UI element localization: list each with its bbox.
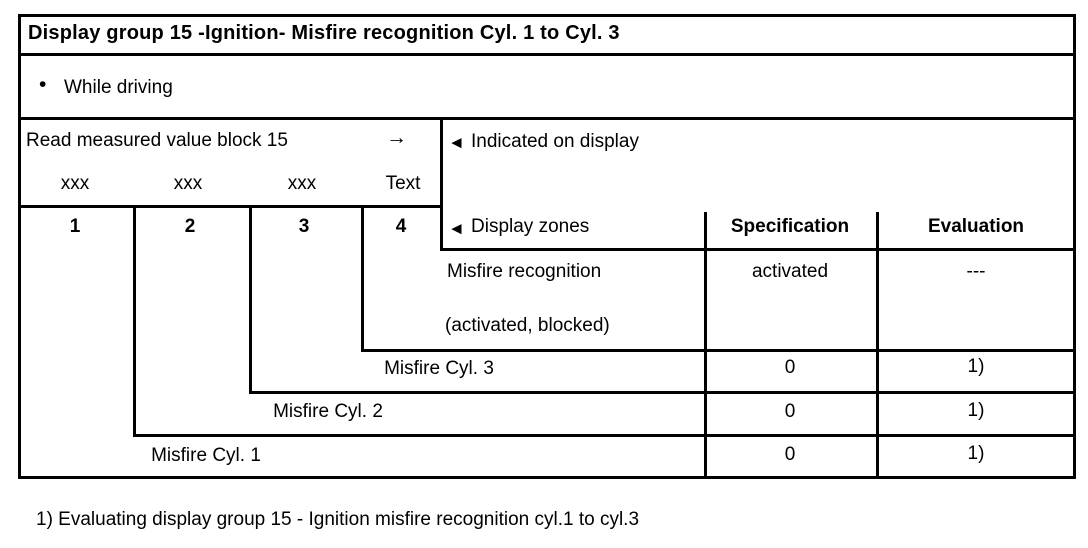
row-evaluation: 1) bbox=[967, 443, 985, 464]
row-label: Misfire recognition bbox=[447, 261, 602, 282]
display-field-2: xxx bbox=[173, 173, 203, 194]
row-label: Misfire Cyl. 1 bbox=[151, 445, 261, 466]
divider-row-misfire-recognition-bottom bbox=[361, 349, 1076, 352]
row-evaluation: 1) bbox=[967, 400, 985, 421]
read-block-instruction: Read measured value block 15 bbox=[26, 130, 288, 151]
divider-specification-left bbox=[704, 212, 707, 479]
row-evaluation: 1) bbox=[967, 356, 985, 377]
divider-evaluation-left bbox=[876, 212, 879, 479]
display-field-3: xxx bbox=[287, 173, 317, 194]
display-zones-label: Display zones bbox=[471, 216, 590, 237]
border-right bbox=[1073, 14, 1076, 479]
divider-condition-bottom bbox=[18, 117, 1076, 120]
zone-number-1: 1 bbox=[69, 216, 81, 237]
divider-zone1-zone2 bbox=[133, 205, 136, 437]
left-pointer-icon: ◄ bbox=[448, 219, 465, 238]
row-specification: activated bbox=[751, 261, 829, 282]
divider-zones-header-bottom bbox=[440, 248, 1076, 251]
right-arrow-icon: → bbox=[386, 126, 407, 149]
indicated-on-display-label: Indicated on display bbox=[471, 131, 639, 152]
border-bottom bbox=[18, 476, 1076, 479]
row-specification: 0 bbox=[784, 444, 796, 465]
left-pointer-icon: ◄ bbox=[448, 133, 465, 152]
bullet-icon: • bbox=[39, 73, 47, 96]
row-label-line2: (activated, blocked) bbox=[445, 315, 610, 336]
column-header-evaluation: Evaluation bbox=[927, 216, 1025, 237]
row-evaluation: --- bbox=[966, 261, 986, 282]
page-title: Display group 15 -Ignition- Misfire reco… bbox=[28, 22, 620, 44]
divider-zone4-displayzones bbox=[440, 117, 443, 251]
divider-row-cyl3-bottom bbox=[250, 391, 1076, 394]
divider-title-bottom bbox=[18, 53, 1076, 56]
display-field-4: Text bbox=[385, 173, 421, 194]
display-field-1: xxx bbox=[60, 173, 90, 194]
condition-text: While driving bbox=[64, 77, 173, 98]
zone-number-3: 3 bbox=[298, 216, 310, 237]
divider-zone3-zone4 bbox=[361, 205, 364, 352]
row-specification: 0 bbox=[784, 357, 796, 378]
border-left bbox=[18, 14, 21, 479]
footnote: 1) Evaluating display group 15 - Ignitio… bbox=[36, 509, 640, 530]
row-label: Misfire Cyl. 3 bbox=[384, 358, 494, 379]
zone-number-4: 4 bbox=[395, 216, 407, 237]
column-header-specification: Specification bbox=[730, 216, 850, 237]
divider-readblock-bottom bbox=[18, 205, 443, 208]
zone-number-2: 2 bbox=[184, 216, 196, 237]
divider-zone2-zone3 bbox=[249, 205, 252, 394]
row-specification: 0 bbox=[784, 401, 796, 422]
divider-row-cyl2-bottom bbox=[134, 434, 1076, 437]
row-label: Misfire Cyl. 2 bbox=[273, 401, 383, 422]
border-top bbox=[18, 14, 1076, 17]
